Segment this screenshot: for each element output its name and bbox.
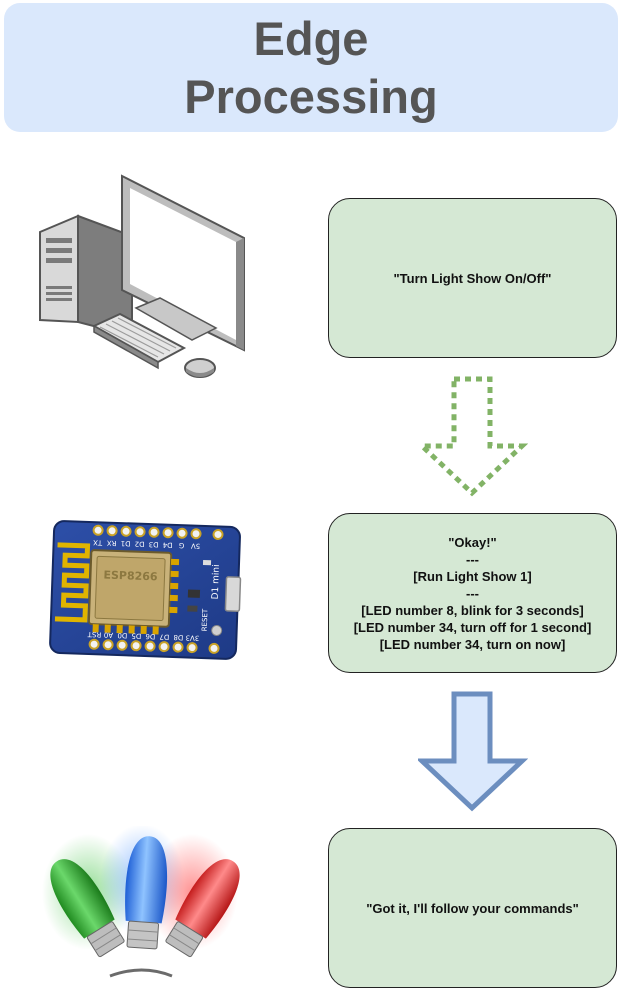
desktop-computer-icon [39,174,245,378]
board-pin-label: A0 [104,631,114,639]
svg-text:ESP8266: ESP8266 [103,569,158,584]
board-pin-label: RST [87,630,102,638]
computer-message-text: "Turn Light Show On/Off" [393,270,552,286]
board-message-line: --- [466,585,479,601]
board-pin-label: D7 [159,633,169,641]
board-pin-label: D2 [135,540,145,548]
board-pin-label: D3 [149,540,159,548]
board-pin-label: RX [106,539,116,547]
board-pin-label: D1 [121,539,131,547]
board-message-line: [Run Light Show 1] [413,568,532,584]
solid-arrow-down-icon [418,691,528,812]
board-message-line: "Okay!" [448,534,497,550]
dashed-arrow-down-icon [418,376,528,497]
board-pin-label: TX [93,538,104,546]
board-message-box: "Okay!" --- [Run Light Show 1] --- [LED … [328,513,617,673]
board-pin-label: D6 [145,632,156,640]
board-message-line: --- [466,551,479,567]
board-model-label: D1 mini [211,564,222,599]
board-pin-label: D0 [117,631,127,639]
board-pin-label: G [179,541,185,549]
board-pin-label: D5 [131,632,141,640]
page-title: Edge Processing [184,11,438,123]
board-message-line: [LED number 8, blink for 3 seconds] [361,602,584,618]
board-message-line: [LED number 34, turn off for 1 second] [353,619,592,635]
lights-message-box: "Got it, I'll follow your commands" [328,828,617,988]
board-pin-label: D4 [162,541,173,549]
christmas-lights-icon [42,826,240,978]
board-pin-label: 3V3 [185,633,199,641]
lights-message-text: "Got it, I'll follow your commands" [366,900,579,916]
title-banner: Edge Processing [4,3,618,132]
board-reset-label: RESET [201,608,210,631]
board-pin-label: 5V [191,542,201,550]
board-pin-label: D8 [173,633,183,641]
computer-message-box: "Turn Light Show On/Off" [328,198,617,358]
board-message-line: [LED number 34, turn on now] [379,636,566,652]
